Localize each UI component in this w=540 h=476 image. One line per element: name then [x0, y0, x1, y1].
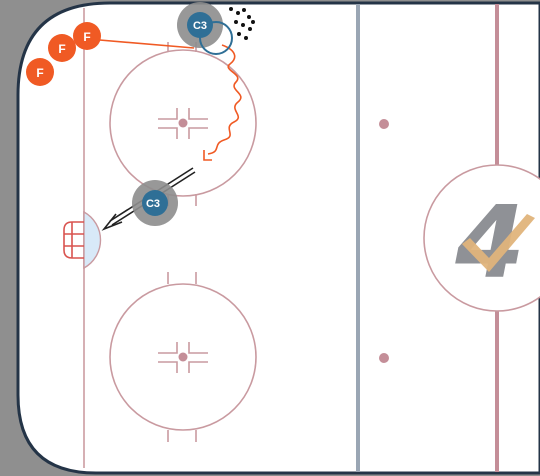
center-circle — [423, 164, 540, 312]
neutral-dot-bottom — [379, 353, 389, 363]
forward-3-label: F — [36, 66, 43, 80]
center-logo: 4 — [454, 184, 535, 301]
pass-line — [87, 38, 195, 49]
forward-3[interactable]: F — [26, 58, 54, 86]
forward-1[interactable]: F — [73, 22, 101, 50]
faceoff-dot-bottom — [178, 352, 188, 362]
neutral-dot-top — [379, 119, 389, 129]
forward-2[interactable]: F — [48, 34, 76, 62]
faceoff-dot-top — [178, 118, 188, 128]
skate-path — [207, 44, 242, 155]
logo-checkmark — [462, 214, 535, 272]
coach-middle[interactable]: C3 — [132, 180, 178, 226]
coach-middle-label: C3 — [146, 198, 160, 210]
coach-top[interactable]: C3 — [177, 2, 233, 55]
pucks — [229, 7, 255, 40]
forward-1-label: F — [83, 30, 90, 44]
goal-crease — [83, 210, 102, 270]
goal-net — [63, 221, 84, 259]
coach-top-label: C3 — [193, 20, 207, 32]
ice-surface — [16, 1, 540, 475]
skate-path-stop — [203, 150, 212, 161]
forward-2-label: F — [58, 42, 65, 56]
faceoff-circle-bottom — [109, 272, 257, 442]
